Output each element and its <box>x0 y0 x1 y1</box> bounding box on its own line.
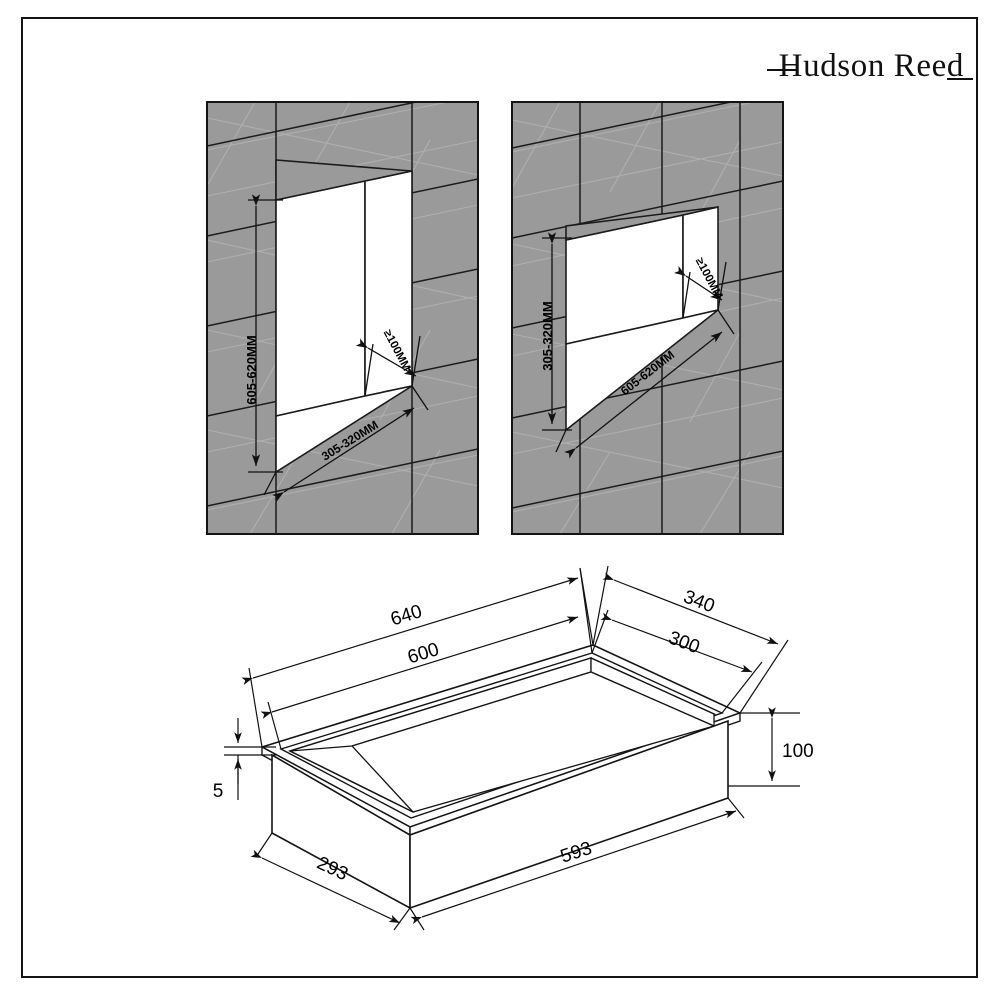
dim-640-label: 640 <box>388 601 424 630</box>
dim-v2-height-label: 305-320MM <box>540 301 555 370</box>
dim-5-label: 5 <box>213 781 224 802</box>
dim-600-label: 600 <box>405 639 441 668</box>
niche-back-face <box>275 180 366 417</box>
niche-top-edge <box>275 159 413 201</box>
tile-texture-lines-2 <box>512 102 783 534</box>
view-landscape-frame <box>511 101 784 535</box>
page-border-frame <box>21 17 978 978</box>
dim-v2-width <box>555 309 735 459</box>
brand-name: Hudson Reed <box>778 48 964 84</box>
logo-underline <box>947 78 973 80</box>
view-landscape-niche: 305-320MM 605-620MM ≥100MM <box>511 101 784 535</box>
dim-v1-depth <box>355 335 421 397</box>
dim-293 <box>250 832 411 931</box>
niche-top-edge-2 <box>565 206 719 241</box>
dim-600 <box>260 567 593 750</box>
logo-strike-line <box>766 69 797 71</box>
dim-100 <box>728 707 800 787</box>
dim-v1-width <box>263 385 429 502</box>
dim-5 <box>224 718 276 800</box>
view-portrait-frame <box>206 101 479 535</box>
dim-v1-height-label: 605-620MM <box>244 335 259 404</box>
dim-340-label: 340 <box>680 586 717 617</box>
brand-logo: Hudson Reed <box>766 48 973 85</box>
dim-100-label: 100 <box>782 741 814 762</box>
dim-300-label: 300 <box>665 627 702 658</box>
view-product-isometric: 640 600 340 300 <box>213 565 814 931</box>
dim-593 <box>409 797 745 931</box>
dim-v2-depth <box>673 261 727 319</box>
product-flange-edge-right <box>409 712 741 836</box>
dim-300 <box>591 609 763 714</box>
view-portrait-niche: 605-620MM 305-320MM ≥100MM <box>206 101 479 535</box>
